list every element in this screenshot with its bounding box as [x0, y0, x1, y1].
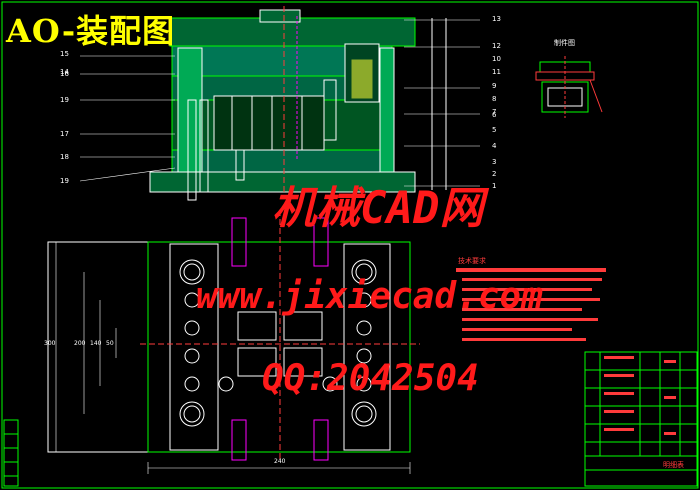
dim-plan-h3: 140: [90, 340, 102, 347]
callout-left-2: 14: [60, 68, 69, 76]
dim-plan-height-outer: 300: [44, 340, 56, 347]
part-view: [535, 56, 603, 118]
watermark-qq: QQ:2042504: [262, 358, 479, 399]
callout-right-1: 1: [492, 182, 497, 190]
callout-left-7: 19: [60, 177, 69, 185]
dim-plan-width: 240: [274, 458, 286, 465]
left-margin-strip: [3, 419, 19, 487]
parts-list-table: [584, 351, 698, 487]
watermark-site-name: 机械CAD网: [272, 183, 484, 234]
callout-left-4: 19: [60, 96, 69, 104]
callout-right-5: 5: [492, 126, 497, 134]
callout-left-3: 16: [60, 70, 69, 78]
callout-left-5: 17: [60, 130, 69, 138]
notes-title: 技术要求: [458, 257, 486, 265]
callout-right-4: 4: [492, 142, 497, 150]
dim-plan-h2: 200: [74, 340, 86, 347]
callout-left-6: 18: [60, 153, 69, 161]
callout-right-11: 11: [492, 68, 501, 76]
callout-right-10: 10: [492, 55, 501, 63]
callout-right-7: 7: [492, 108, 497, 116]
callout-right-13: 13: [492, 15, 501, 23]
callout-right-12: 12: [492, 42, 501, 50]
technical-notes: [456, 268, 606, 341]
callout-right-2: 2: [492, 170, 497, 178]
drawing-title: AO-装配图: [6, 12, 176, 50]
parts-list-label: 明细表: [663, 461, 684, 469]
plan-view: [47, 210, 420, 474]
callout-right-9: 9: [492, 82, 497, 90]
callout-right-3: 3: [492, 158, 497, 166]
callout-left-1: 15: [60, 50, 69, 58]
callout-right-6: 6: [492, 111, 497, 119]
watermark-url: www.jixiecad.com: [196, 276, 543, 317]
dim-plan-h4: 50: [106, 340, 114, 347]
section-view: [79, 6, 480, 201]
part-view-label: 制件图: [554, 39, 575, 47]
callout-right-8: 8: [492, 95, 497, 103]
